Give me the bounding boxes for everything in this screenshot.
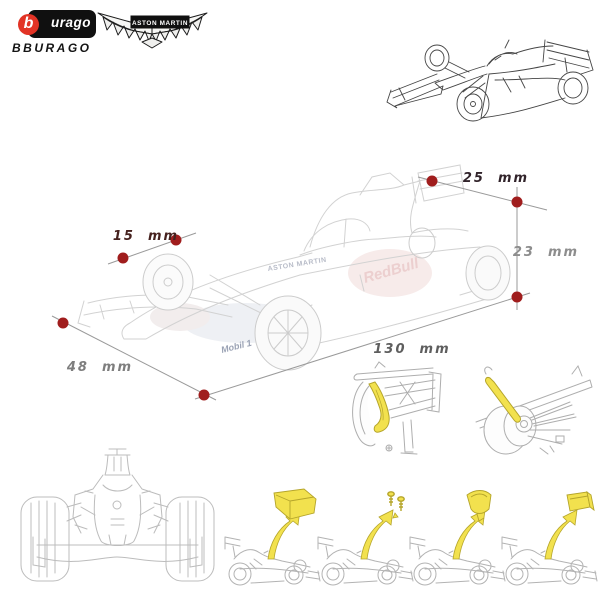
car-sketch-top-right [385, 28, 600, 138]
aston-martin-logo: ASTON MARTIN [95, 4, 210, 59]
bburago-wordmark: BBURAGO [12, 41, 92, 55]
parts-strip [224, 488, 598, 586]
bburago-logo: b urago BBURAGO [10, 8, 120, 60]
car-front-view [15, 445, 220, 590]
part-panel-engine-cover [224, 488, 321, 586]
highlight-part-bracket [368, 381, 390, 433]
dimension-label-15mm: 15 mm [112, 229, 180, 244]
livery-halo-text: ASTON MARTIN [267, 257, 327, 273]
dimension-label-48mm: 48 mm [66, 360, 134, 375]
part-panel-flat-panel [501, 490, 598, 586]
dimension-label-25mm: 25 mm [462, 171, 530, 186]
aston-martin-label: ASTON MARTIN [132, 20, 188, 27]
detail-wheel-hub [470, 358, 600, 466]
bburago-name: urago [51, 15, 92, 30]
part-panel-deflector [409, 490, 506, 586]
dimension-label-23mm: 23 mm [512, 245, 580, 260]
detail-rear-suspension [345, 360, 445, 460]
part-panel-screws [317, 491, 414, 586]
bburago-plate [28, 10, 96, 38]
bburago-b-badge: b [18, 14, 39, 35]
aston-martin-wings-icon: ASTON MARTIN [97, 12, 208, 49]
highlight-part-strip [485, 377, 521, 423]
aston-martin-bar [130, 15, 190, 29]
dimension-label-130mm: 130 mm [373, 342, 451, 357]
